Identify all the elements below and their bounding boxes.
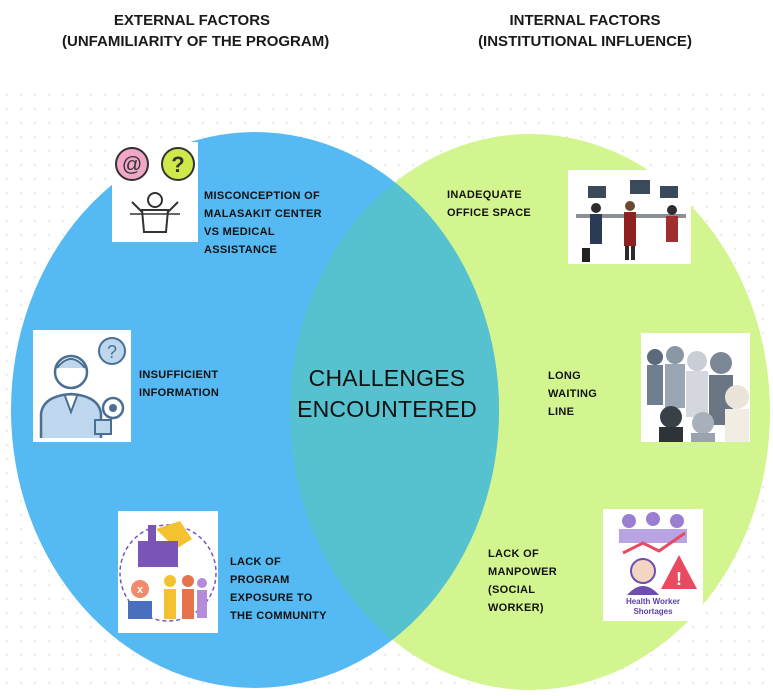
label-line: (SOCIAL xyxy=(488,584,536,596)
svg-text:?: ? xyxy=(107,342,117,362)
center-label-line-2: ENCOUNTERED xyxy=(297,396,477,422)
internal-factors-title: INTERNAL FACTORS xyxy=(509,12,661,29)
confused-person-icon: ? xyxy=(33,330,131,442)
lack-of-manpower-label: LACK OF MANPOWER (SOCIAL WORKER) xyxy=(488,545,557,617)
external-factors-subtitle: (UNFAMILIARITY OF THE PROGRAM) xyxy=(62,33,330,50)
svg-text:!: ! xyxy=(676,569,682,589)
svg-text:@: @ xyxy=(122,154,142,176)
label-line: EXPOSURE TO xyxy=(230,592,313,604)
external-factors-title: EXTERNAL FACTORS xyxy=(113,12,271,29)
label-line: VS MEDICAL xyxy=(204,226,275,238)
label-line: OFFICE SPACE xyxy=(447,207,532,219)
label-line: LACK OF xyxy=(488,548,539,560)
misconception-label: MISCONCEPTION OF MALASAKIT CENTER VS MED… xyxy=(204,187,322,259)
svg-text:?: ? xyxy=(171,152,184,177)
caption-line: Shortages xyxy=(633,607,673,616)
label-line: LINE xyxy=(548,406,575,418)
queue-people-icon xyxy=(641,333,750,442)
challenges-encountered-label: CHALLENGES ENCOUNTERED xyxy=(287,363,487,425)
office-workers-icon xyxy=(568,170,691,264)
label-line: INFORMATION xyxy=(139,387,220,399)
lack-of-program-exposure-label: LACK OF PROGRAM EXPOSURE TO THE COMMUNIT… xyxy=(230,553,327,625)
long-waiting-line-label: LONG WAITING LINE xyxy=(548,367,597,421)
health-worker-shortage-caption: Health Worker Shortages xyxy=(603,597,703,617)
label-line: MALASAKIT CENTER xyxy=(204,208,322,220)
health-worker-shortage-icon: ! Health Worker Shortages xyxy=(603,509,703,621)
label-line: THE COMMUNITY xyxy=(230,610,327,622)
external-factors-header: EXTERNAL FACTORS (UNFAMILIARITY OF THE P… xyxy=(62,10,330,52)
label-line: LACK OF xyxy=(230,556,281,568)
label-line: PROGRAM xyxy=(230,574,290,586)
caption-line: Health Worker xyxy=(625,597,681,606)
overlap-region xyxy=(290,134,499,688)
inadequate-office-space-label: INADEQUATE OFFICE SPACE xyxy=(447,186,531,222)
label-line: WAITING xyxy=(548,388,598,400)
community-people-icon: x xyxy=(118,511,218,633)
insufficient-information-label: INSUFFICIENT INFORMATION xyxy=(139,366,219,402)
label-line: INADEQUATE xyxy=(447,189,522,201)
svg-text:x: x xyxy=(137,584,144,596)
label-line: MISCONCEPTION OF xyxy=(204,190,321,202)
internal-factors-subtitle: (INSTITUTIONAL INFLUENCE) xyxy=(478,33,692,50)
label-line: INSUFFICIENT xyxy=(139,369,219,381)
center-label-line-1: CHALLENGES xyxy=(308,365,466,391)
label-line: MANPOWER xyxy=(488,566,558,578)
label-line: ASSISTANCE xyxy=(204,244,278,256)
internal-factors-header: INTERNAL FACTORS (INSTITUTIONAL INFLUENC… xyxy=(460,10,710,52)
label-line: WORKER) xyxy=(488,602,544,614)
label-line: LONG xyxy=(548,370,581,382)
question-bubbles-person-icon: @ ? xyxy=(112,142,198,242)
